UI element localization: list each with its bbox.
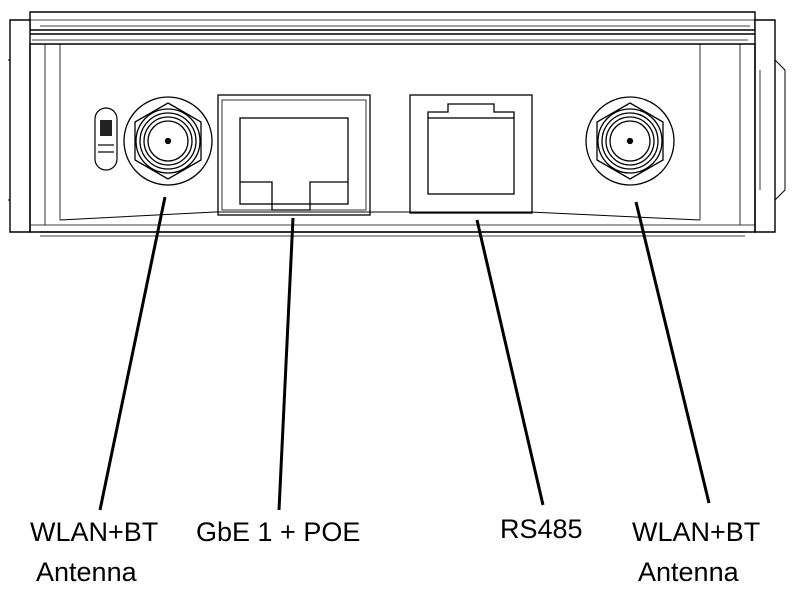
gbe-poe-port <box>217 94 371 216</box>
leader-line-wlan-bt-right <box>634 201 711 504</box>
label-gbe-poe: GbE 1 + POE <box>196 517 361 547</box>
led-indicator <box>94 107 118 171</box>
label-wlan-bt-antenna-right: WLAN+BT Antenna <box>632 517 761 587</box>
label-wlan-bt-antenna-left: WLAN+BT Antenna <box>30 517 159 587</box>
left-antenna-connector <box>123 96 213 186</box>
leader-line-rs485 <box>475 219 545 506</box>
leader-line-gbe-poe <box>277 217 295 511</box>
leader-lines <box>98 196 711 511</box>
rs485-port <box>409 94 533 214</box>
right-antenna-connector <box>585 96 675 186</box>
label-rs485: RS485 <box>500 514 583 544</box>
leader-line-wlan-bt-left <box>98 196 167 511</box>
device-enclosure <box>8 11 786 237</box>
